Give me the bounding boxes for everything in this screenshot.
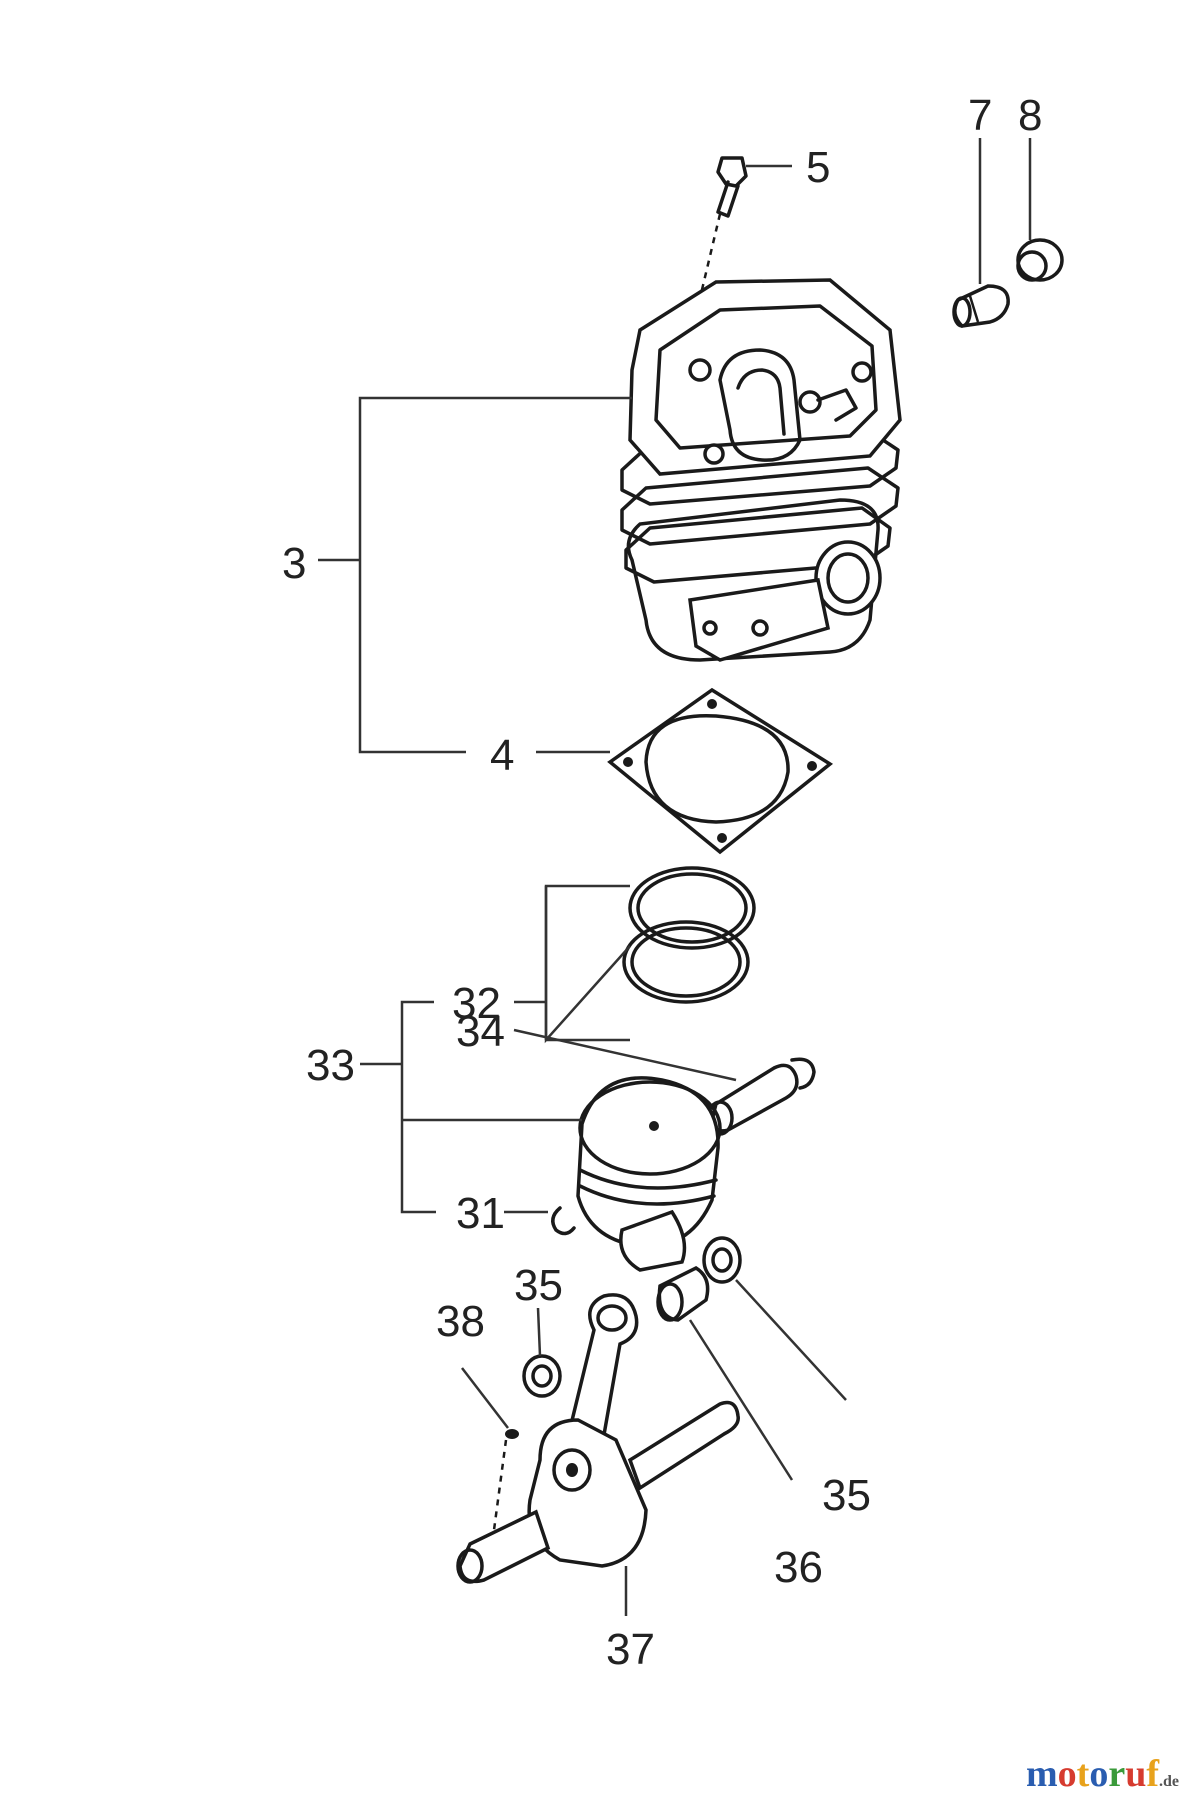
part-35-bearing-left — [522, 1354, 562, 1398]
watermark-letter: r — [1108, 1753, 1126, 1795]
part-8-cap — [1016, 238, 1064, 282]
callout-4: 4 — [490, 731, 514, 780]
callout-37: 37 — [606, 1625, 655, 1674]
callout-38: 38 — [436, 1297, 485, 1346]
watermark-letter: o — [1089, 1753, 1109, 1795]
part-5-spark-plug-screw — [688, 156, 748, 341]
part-36-needle-bearing — [656, 1265, 710, 1322]
motoruf-watermark-logo: motoruf.de — [1026, 1752, 1179, 1796]
callout-35-right: 35 — [822, 1471, 871, 1520]
watermark-letter: m — [1026, 1753, 1058, 1795]
watermark-letters: motoruf — [1026, 1753, 1159, 1795]
callout-5: 5 — [806, 143, 830, 192]
callout-35-left: 35 — [514, 1261, 563, 1310]
watermark-letter: f — [1146, 1753, 1159, 1795]
callout-7: 7 — [968, 91, 992, 140]
watermark-letter: o — [1057, 1753, 1077, 1795]
callout-31: 31 — [456, 1189, 505, 1238]
part-7-plug — [952, 284, 1010, 328]
callout-8: 8 — [1018, 91, 1042, 140]
part-33-piston — [576, 1076, 722, 1272]
callout-36: 36 — [774, 1543, 823, 1592]
part-37-crankshaft — [456, 1293, 740, 1584]
callout-3: 3 — [282, 539, 306, 588]
watermark-letter: t — [1076, 1753, 1090, 1795]
part-34-piston-pin — [706, 1057, 816, 1136]
watermark-tld: .de — [1159, 1773, 1179, 1790]
part-3-cylinder — [620, 278, 902, 662]
callout-34: 34 — [456, 1007, 505, 1056]
callout-32: 32 — [452, 979, 501, 1028]
part-4-gasket — [607, 687, 834, 855]
watermark-letter: u — [1125, 1753, 1147, 1795]
callout-33: 33 — [306, 1041, 355, 1090]
callout-labels: 3 4 5 7 8 32 33 34 31 35 38 35 36 37 — [282, 91, 1042, 1674]
part-32-piston-rings — [622, 866, 756, 1004]
part-35-bearing-right — [702, 1236, 742, 1284]
part-31-circlip — [551, 1206, 576, 1236]
leader-lines — [318, 138, 1032, 1616]
part-38-key — [505, 1429, 519, 1439]
